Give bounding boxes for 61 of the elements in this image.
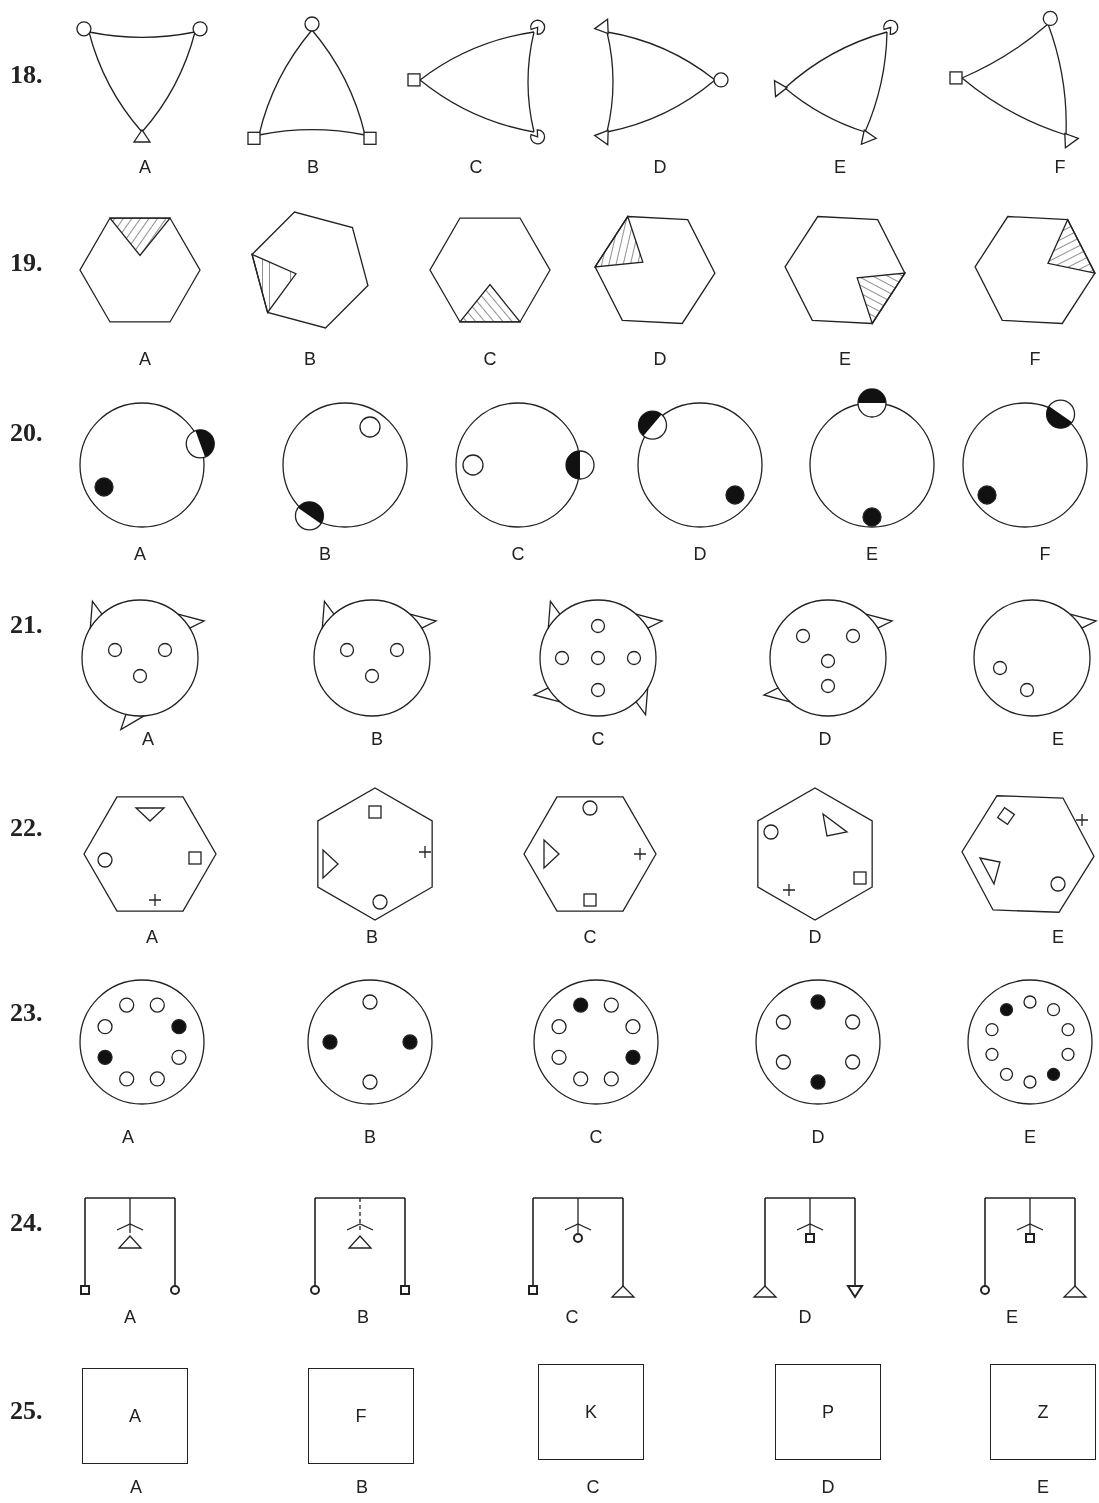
option-letter: A bbox=[124, 1308, 136, 1326]
option-letter: B bbox=[357, 1308, 369, 1326]
letter-text: F bbox=[355, 1407, 367, 1425]
letter-square bbox=[990, 1364, 1096, 1460]
option-letter: C bbox=[565, 1308, 579, 1326]
option-letter: E bbox=[839, 350, 851, 368]
option-letter: E bbox=[1052, 730, 1064, 748]
letter-square bbox=[308, 1368, 414, 1464]
option-letter: B bbox=[319, 545, 331, 563]
question-number: 24. bbox=[10, 1210, 43, 1236]
option-letter: D bbox=[653, 158, 667, 176]
option-letter: D bbox=[808, 928, 822, 946]
letter-text: A bbox=[129, 1407, 141, 1425]
option-letter: C bbox=[586, 1478, 600, 1496]
letter-text: P bbox=[822, 1403, 834, 1421]
option-letter: A bbox=[134, 545, 146, 563]
option-letter: E bbox=[866, 545, 878, 563]
question-number: 20. bbox=[10, 420, 43, 446]
letter-square bbox=[538, 1364, 644, 1460]
option-letter: E bbox=[1006, 1308, 1018, 1326]
option-letter: E bbox=[1024, 1128, 1036, 1146]
option-letter: C bbox=[483, 350, 497, 368]
option-letter: D bbox=[653, 350, 667, 368]
option-letter: A bbox=[146, 928, 158, 946]
option-letter: B bbox=[364, 1128, 376, 1146]
option-letter: F bbox=[1039, 545, 1051, 563]
question-number: 21. bbox=[10, 612, 43, 638]
option-letter: A bbox=[130, 1478, 142, 1496]
option-letter: F bbox=[1054, 158, 1066, 176]
option-letter: D bbox=[821, 1478, 835, 1496]
option-letter: B bbox=[304, 350, 316, 368]
question-number: 25. bbox=[10, 1398, 43, 1424]
option-letter: D bbox=[818, 730, 832, 748]
question-number: 22. bbox=[10, 815, 43, 841]
option-letter: A bbox=[122, 1128, 134, 1146]
option-letter: B bbox=[366, 928, 378, 946]
letter-text: Z bbox=[1037, 1403, 1049, 1421]
option-letter: B bbox=[356, 1478, 368, 1496]
letter-square bbox=[82, 1368, 188, 1464]
option-letter: C bbox=[589, 1128, 603, 1146]
option-letter: B bbox=[371, 730, 383, 748]
question-number: 18. bbox=[10, 62, 43, 88]
option-letter: D bbox=[693, 545, 707, 563]
option-letter: C bbox=[591, 730, 605, 748]
option-letter: E bbox=[1052, 928, 1064, 946]
option-letter: E bbox=[1037, 1478, 1049, 1496]
option-letter: C bbox=[583, 928, 597, 946]
question-number: 19. bbox=[10, 250, 43, 276]
question-number: 23. bbox=[10, 1000, 43, 1026]
option-letter: D bbox=[811, 1128, 825, 1146]
option-letter: C bbox=[511, 545, 525, 563]
letter-text: K bbox=[585, 1403, 597, 1421]
option-letter: A bbox=[139, 350, 151, 368]
option-letter: A bbox=[142, 730, 154, 748]
option-letter: D bbox=[798, 1308, 812, 1326]
letter-square bbox=[775, 1364, 881, 1460]
option-letter: F bbox=[1029, 350, 1041, 368]
option-letter: B bbox=[307, 158, 319, 176]
option-letter: A bbox=[139, 158, 151, 176]
option-letter: C bbox=[469, 158, 483, 176]
option-letter: E bbox=[834, 158, 846, 176]
